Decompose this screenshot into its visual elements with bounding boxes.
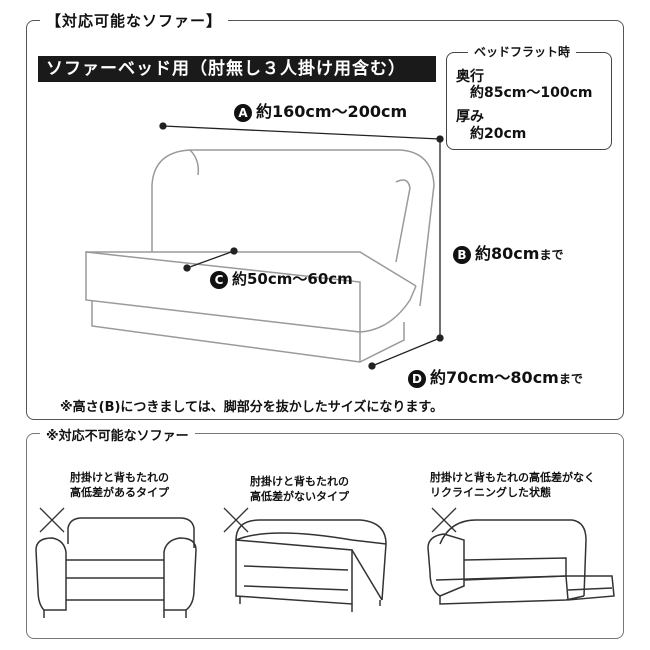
item-3-line2: リクライニングした状態 — [430, 486, 551, 499]
height-note: ※高さ(B)につきましては、脚部分を抜かしたサイズになります。 — [60, 400, 444, 415]
compatible-sofa-panel — [26, 20, 624, 420]
incompatible-item-1-caption: 肘掛けと背もたれの 高低差があるタイプ — [70, 470, 169, 500]
dimension-d-suffix: まで — [558, 372, 583, 386]
x-mark-icon-1 — [39, 507, 65, 533]
x-mark-icon-3 — [431, 507, 457, 533]
dimension-b-text: 約80cm — [475, 244, 540, 263]
dimension-d-text: 約70cm～80cm — [430, 368, 559, 387]
item-2-line2: 高低差がないタイプ — [250, 490, 349, 503]
depth-label: 奥行 — [456, 69, 484, 85]
dimension-c-text: 約50cm～60cm — [232, 270, 353, 288]
dimension-b-suffix: まで — [539, 248, 564, 262]
incompatible-item-3-caption: 肘掛けと背もたれの高低差がなく リクライニングした状態 — [430, 470, 595, 500]
depth-value: 約85cm～100cm — [470, 85, 593, 101]
incompatible-item-2-caption: 肘掛けと背もたれの 高低差がないタイプ — [250, 474, 349, 504]
item-1-line2: 高低差があるタイプ — [70, 486, 169, 499]
thickness-value: 約20cm — [470, 126, 527, 142]
thickness-label: 厚み — [456, 109, 484, 125]
item-3-line1: 肘掛けと背もたれの高低差がなく — [430, 471, 595, 484]
badge-b-icon: B — [453, 245, 471, 264]
section-title-compatible: 【対応可能なソファー】 — [40, 10, 229, 31]
sofa-bed-banner: ソファーベッド用（肘無し３人掛け用含む） — [38, 56, 436, 82]
incompatible-sofa-panel — [26, 433, 624, 639]
item-1-line1: 肘掛けと背もたれの — [70, 471, 169, 484]
section-title-incompatible: ※対応不可能なソファー — [40, 425, 195, 444]
badge-a-icon: A — [234, 103, 252, 122]
item-2-line1: 肘掛けと背もたれの — [250, 475, 349, 488]
dimension-a-text: 約160cm～200cm — [256, 102, 408, 121]
badge-c-icon: C — [210, 270, 228, 289]
badge-d-icon: D — [408, 369, 426, 388]
x-mark-icon-2 — [223, 507, 249, 533]
bed-flat-title: ベッドフラット時 — [468, 43, 577, 60]
